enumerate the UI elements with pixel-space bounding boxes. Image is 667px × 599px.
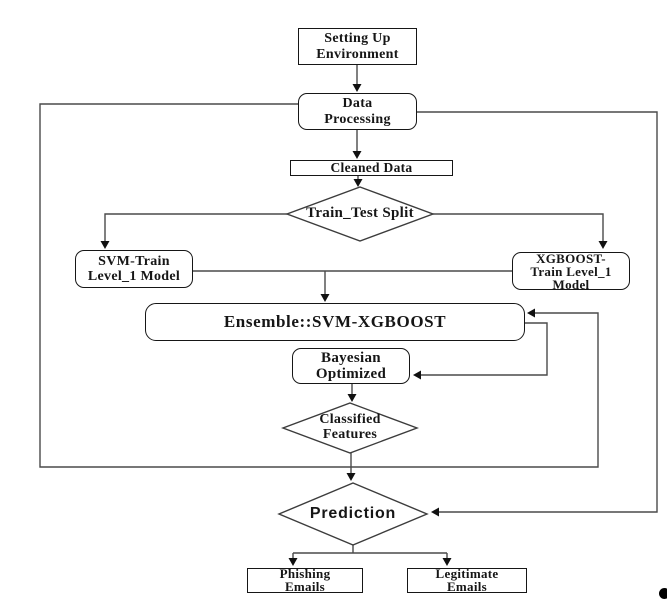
node-bayesian-optimized: Bayesian Optimized <box>292 348 410 384</box>
node-svm-train-label: SVM-Train Level_1 Model <box>87 253 181 284</box>
node-bayesian-optimized-label: Bayesian Optimized <box>315 349 387 383</box>
node-xgboost-train: XGBOOST- Train Level_1 Model <box>512 250 630 292</box>
arrowhead <box>413 370 421 380</box>
arrowhead <box>527 308 535 318</box>
edge-ensemble-bayesian-loop <box>420 322 548 376</box>
node-phishing-emails-label: Phishing Emails <box>279 566 331 594</box>
node-classified-features <box>280 402 420 454</box>
arrowhead <box>347 394 357 402</box>
node-cleaned-data-label: Cleaned Data <box>330 160 413 175</box>
node-classified-features-label: Classified Features <box>319 412 381 443</box>
node-legitimate-emails: Legitimate Emails <box>407 566 527 594</box>
arrowhead <box>598 241 608 249</box>
arrowhead <box>288 558 298 566</box>
arrowhead <box>346 473 356 481</box>
node-prediction <box>277 482 429 546</box>
node-setting-up-environment-label: Setting Up Environment <box>316 31 399 62</box>
node-cleaned-data: Cleaned Data <box>290 160 453 176</box>
node-data-processing: Data Processing <box>298 93 417 130</box>
arrowhead <box>353 179 363 187</box>
node-legitimate-emails-label: Legitimate Emails <box>435 566 499 594</box>
edge-left-feedback <box>39 103 599 468</box>
node-xgboost-train-label: XGBOOST- Train Level_1 Model <box>530 250 612 292</box>
node-train-test-split <box>284 186 436 242</box>
arrowhead <box>442 558 452 566</box>
arrowhead <box>100 241 110 249</box>
edge-traintest-svm <box>104 213 287 242</box>
edge-prediction-split <box>292 545 448 559</box>
arrowhead <box>352 151 362 159</box>
node-setting-up-environment: Setting Up Environment <box>298 28 417 65</box>
node-svm-train: SVM-Train Level_1 Model <box>75 250 193 288</box>
page-bullet-dot <box>659 588 667 599</box>
edge-traintest-xgboost <box>433 213 604 242</box>
node-data-processing-label: Data Processing <box>324 96 391 127</box>
node-prediction-label: Prediction <box>309 505 397 522</box>
arrowhead <box>352 84 362 92</box>
node-train-test-split-label: Train_Test Split <box>306 205 414 221</box>
arrowhead <box>431 507 439 517</box>
node-ensemble-label: Ensemble::SVM-XGBOOST <box>223 311 447 331</box>
edge-right-feedback <box>417 111 658 513</box>
arrowhead <box>320 294 330 302</box>
node-ensemble: Ensemble::SVM-XGBOOST <box>145 303 525 341</box>
node-phishing-emails: Phishing Emails <box>247 566 363 594</box>
